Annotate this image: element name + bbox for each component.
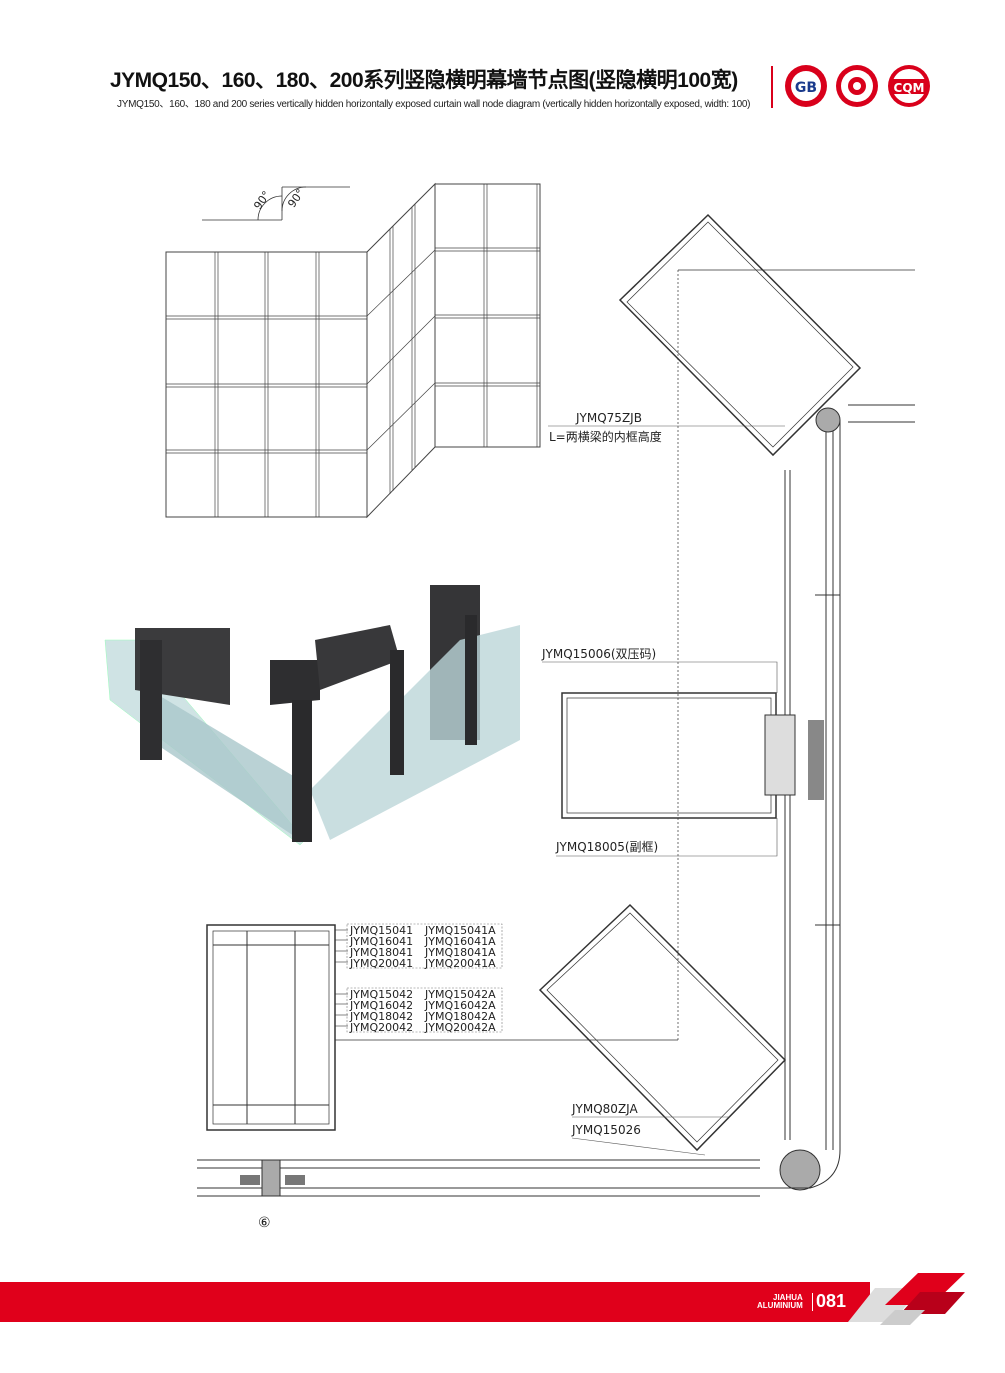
seal-logo: [836, 65, 878, 107]
label-jymq15026: JYMQ15026: [571, 1123, 641, 1137]
page-divider: [812, 1293, 813, 1311]
part-code: JYMQ16042: [349, 999, 413, 1012]
angle-label-left: 90°: [251, 189, 273, 212]
page-title: JYMQ150、160、180、200系列竖隐横明幕墙节点图(竖隐横明100宽): [110, 69, 738, 92]
part-code: JYMQ18042A: [424, 1010, 496, 1023]
angle-label-right: 90°: [285, 187, 307, 210]
brand-line-1: JIAHUA: [773, 1293, 803, 1302]
part-code: JYMQ15042: [349, 988, 413, 1001]
footer-band: [0, 1282, 870, 1322]
plan-detail-transom: [197, 924, 760, 1197]
title-divider: [771, 66, 773, 108]
page-subtitle: JYMQ150、160、180 and 200 series verticall…: [117, 99, 751, 110]
part-code: JYMQ15041A: [424, 924, 496, 937]
part-code: JYMQ16041A: [424, 935, 496, 948]
part-code: JYMQ20041: [349, 957, 413, 970]
part-code: JYMQ20041A: [424, 957, 496, 970]
part-code: JYMQ20042: [349, 1021, 413, 1034]
brand-line-2: ALUMINIUM: [757, 1301, 803, 1310]
gb-logo: GB: [785, 65, 827, 107]
label-jymq18005: JYMQ18005(副框): [555, 840, 658, 854]
part-code: JYMQ18042: [349, 1010, 413, 1023]
label-jymq15006: JYMQ15006(双压码): [541, 647, 656, 661]
part-code: JYMQ15041: [349, 924, 413, 937]
part-code: JYMQ18041: [349, 946, 413, 959]
part-code: JYMQ16041: [349, 935, 413, 948]
brand-name: JIAHUA ALUMINIUM: [757, 1294, 803, 1310]
svg-text:GB: GB: [795, 80, 817, 96]
angle-marks: 90° 90°: [202, 186, 350, 221]
label-jymq80zja: JYMQ80ZJA: [571, 1102, 638, 1116]
3d-corner-render: [104, 585, 520, 846]
footer-decoration: [848, 1273, 965, 1325]
cqm-logo: CQM: [888, 65, 930, 107]
node-number: ⑥: [258, 1215, 271, 1231]
page-number: 081: [816, 1291, 847, 1311]
leader-lines: [542, 425, 785, 1156]
plan-detail-section: [538, 213, 915, 1191]
part-code: JYMQ16042A: [424, 999, 496, 1012]
svg-text:CQM: CQM: [894, 81, 925, 95]
label-jymq75zjb: JYMQ75ZJB: [575, 411, 642, 425]
drawings: 90° 90°: [104, 182, 915, 1231]
part-code: JYMQ20042A: [424, 1021, 496, 1034]
certification-logos: GB CQM: [785, 65, 930, 107]
label-length-note: L=两横梁的内框高度: [549, 429, 662, 444]
part-code: JYMQ18041A: [424, 946, 496, 959]
curtain-wall-elevation: [165, 182, 541, 519]
part-code: JYMQ15042A: [424, 988, 496, 1001]
